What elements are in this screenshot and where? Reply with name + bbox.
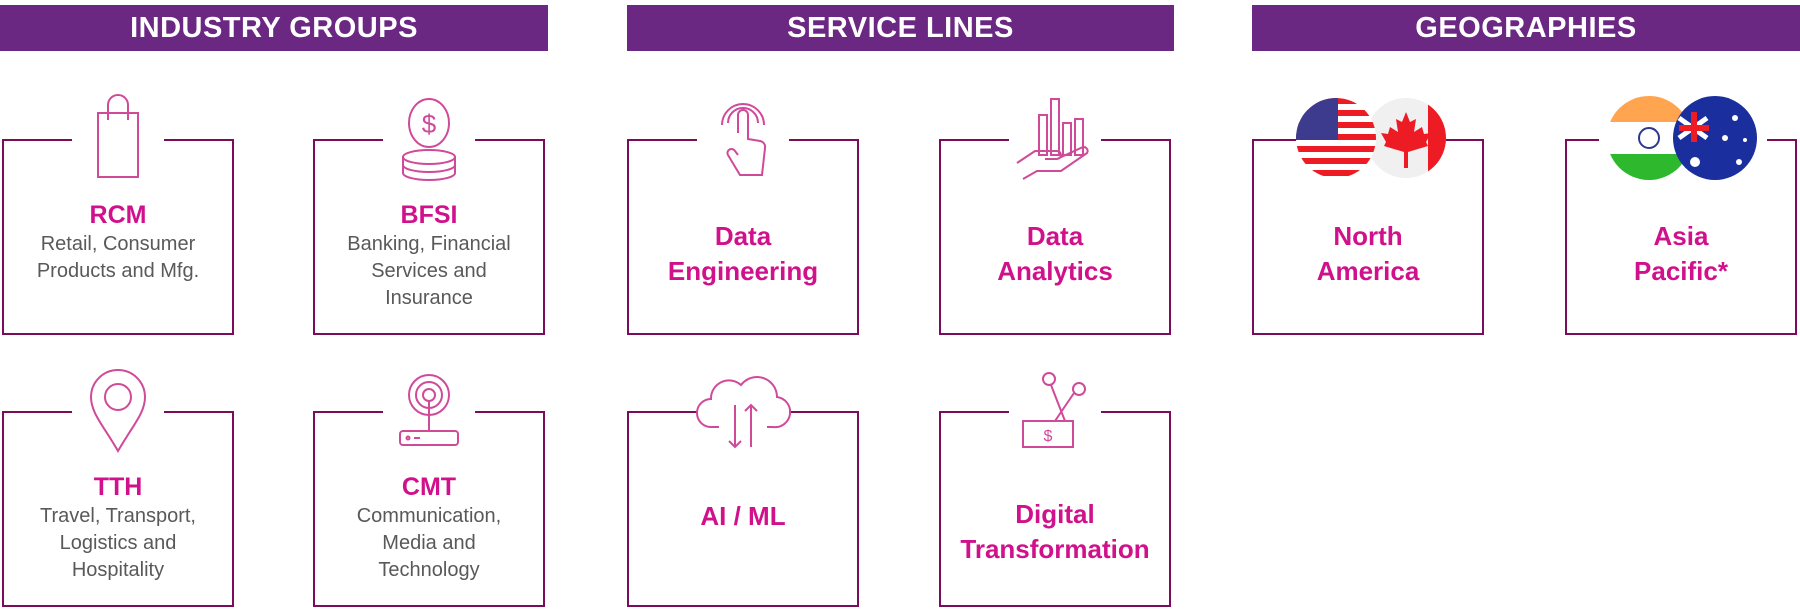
- card-description: Retail, Consumer Products and Mfg.: [36, 233, 200, 282]
- industry-groups-header: INDUSTRY GROUPS: [0, 5, 548, 51]
- industry-card-tth: TTH Travel, Transport, Logistics and Hosp…: [2, 369, 234, 607]
- geo-card-north-america: North America: [1252, 98, 1484, 335]
- card-title: North America: [1316, 221, 1420, 286]
- geographies-header: GEOGRAPHIES: [1252, 5, 1800, 51]
- header-label: GEOGRAPHIES: [1415, 11, 1637, 44]
- card-title: AI / ML: [700, 501, 786, 531]
- service-card-ai-ml: AI / ML: [627, 376, 859, 607]
- svg-text:$: $: [422, 109, 437, 139]
- coin-stack-icon: $: [381, 93, 477, 183]
- us-canada-flags-icon: [1292, 93, 1452, 183]
- card-title: Digital Transformation: [960, 499, 1150, 564]
- service-card-data-analytics: Data Analytics: [939, 98, 1171, 335]
- card-title: RCM: [89, 201, 147, 229]
- industry-card-cmt: CMT Communication, Media and Technology: [313, 374, 545, 607]
- card-description: Banking, Financial Services and Insuranc…: [347, 233, 511, 309]
- card-title: CMT: [401, 473, 457, 501]
- card-title: TTH: [93, 473, 143, 501]
- industry-card-bfsi: $ BFSI Banking, Financial Services and In…: [313, 98, 545, 335]
- card-title: Data Analytics: [997, 221, 1113, 286]
- service-lines-header: SERVICE LINES: [627, 5, 1174, 51]
- card-description: Communication, Media and Technology: [356, 505, 502, 581]
- svg-text:$: $: [1044, 428, 1053, 445]
- card-title: BFSI: [400, 201, 458, 229]
- location-pin-icon: [70, 365, 166, 455]
- cloud-transfer-icon: [695, 365, 791, 455]
- service-card-data-engineering: Data Engineering: [627, 103, 859, 335]
- hand-chart-icon: [1007, 93, 1103, 183]
- india-australia-flags-icon: [1603, 93, 1763, 183]
- shopping-bag-icon: [70, 93, 166, 183]
- money-scissors-icon: $: [1007, 365, 1103, 455]
- card-description: Travel, Transport, Logistics and Hospita…: [40, 505, 196, 581]
- industry-card-rcm: RCM Retail, Consumer Products and Mfg.: [2, 94, 234, 335]
- card-title: Asia Pacific*: [1634, 221, 1728, 286]
- router-icon: [381, 365, 477, 455]
- geo-card-asia-pacific: Asia Pacific*: [1565, 96, 1797, 335]
- header-label: SERVICE LINES: [787, 11, 1014, 44]
- header-label: INDUSTRY GROUPS: [130, 11, 418, 44]
- card-title: Data Engineering: [667, 221, 819, 286]
- touch-icon: [695, 93, 791, 183]
- service-card-digital-transformation: $ Digital Transformation: [939, 372, 1171, 607]
